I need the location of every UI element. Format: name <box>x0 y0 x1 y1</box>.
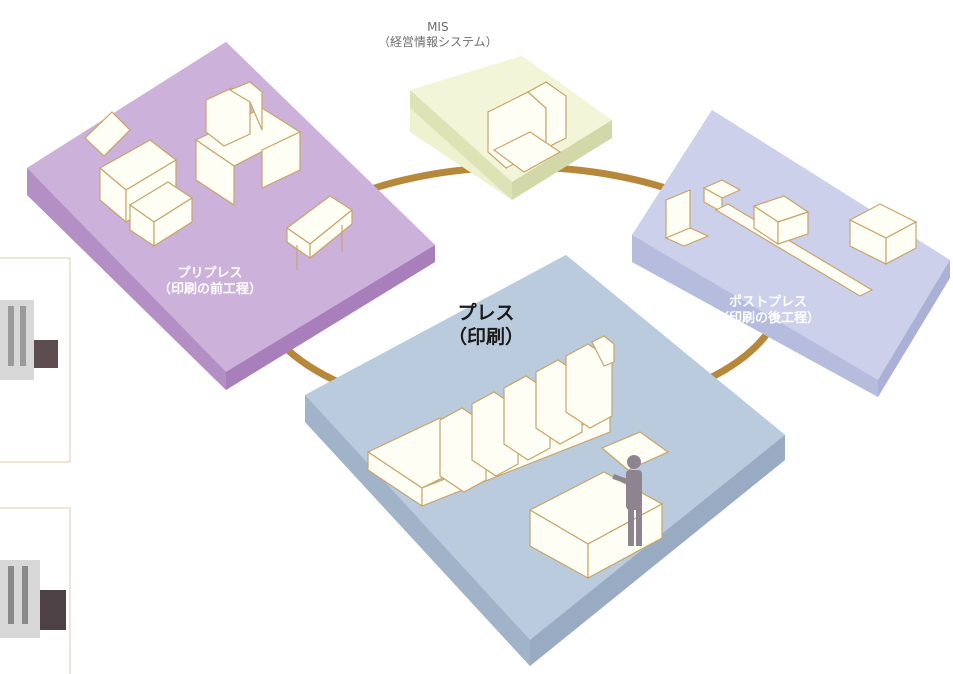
desktop-computer-icon <box>194 81 302 207</box>
postpress-label: ポストプレス （印刷の後工程） <box>716 295 820 328</box>
mis-subtitle: （経営情報システム） <box>378 35 498 49</box>
postpress-subtitle: （印刷の後工程） <box>716 311 821 327</box>
press-subtitle: （印刷） <box>448 325 525 348</box>
prepress-label: プリプレス （印刷の前工程） <box>158 266 262 299</box>
folding-machine-icon <box>848 203 918 265</box>
mis-title: MIS <box>427 20 449 34</box>
large-format-printer-icon <box>285 195 354 270</box>
prepress-subtitle: （印刷の前工程） <box>158 282 263 298</box>
prepress-title: プリプレス <box>177 266 243 281</box>
operator-figure-icon <box>612 455 642 546</box>
side-thumbnail-bottom <box>0 507 71 674</box>
mis-label: MIS （経営情報システム） <box>378 20 498 50</box>
computer-workstation-icon <box>487 81 567 173</box>
cutter-icon <box>664 189 710 247</box>
press-title: プレス <box>457 302 515 324</box>
press-label: プレス （印刷） <box>448 302 524 350</box>
postpress-title: ポストプレス <box>729 295 808 310</box>
binding-line-icon <box>702 179 874 297</box>
side-thumbnail-top <box>0 257 71 463</box>
plate-setter-icon <box>84 111 194 248</box>
offset-press-icon <box>366 335 615 508</box>
press-platform <box>305 255 785 666</box>
